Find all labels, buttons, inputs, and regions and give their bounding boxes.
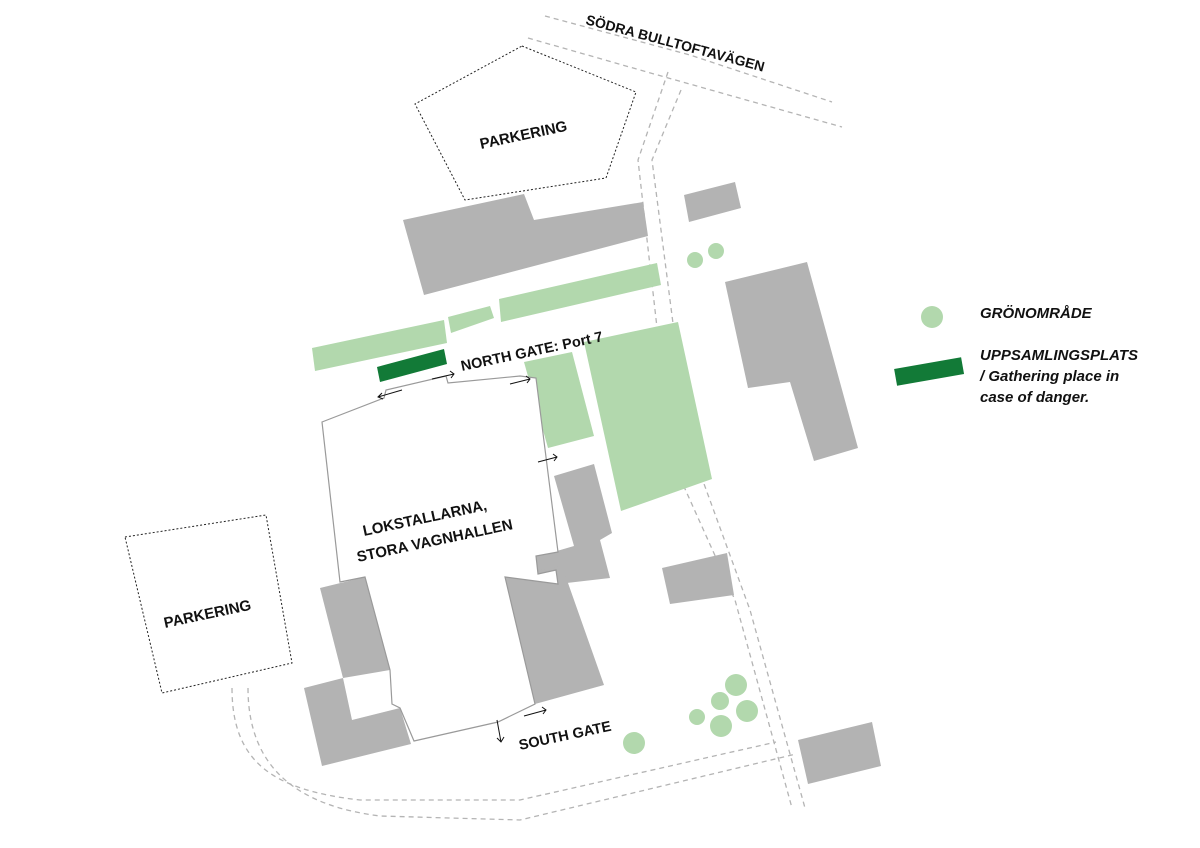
- road-south-edge-2: [247, 687, 797, 821]
- gathering-place-marker: [377, 349, 447, 382]
- green-field-large: [584, 322, 712, 511]
- building-se-small: [798, 722, 881, 784]
- arrow-icon: [496, 719, 505, 743]
- tree-icon: [725, 674, 747, 696]
- building-mid-east: [535, 464, 612, 584]
- legend-green-swatch: [921, 306, 943, 328]
- arrow-icon: [537, 453, 558, 463]
- building-south-center: [505, 566, 604, 704]
- tree-icon: [708, 243, 724, 259]
- building-west-strip: [320, 577, 390, 678]
- road-south-edge-1: [231, 687, 777, 801]
- green-strip-1: [312, 320, 447, 371]
- gate-arrows: [377, 370, 558, 743]
- building-ne-small: [684, 182, 741, 222]
- building-sw-block: [304, 678, 411, 766]
- main-hall-building: [321, 375, 559, 742]
- road-top-edge-2: [527, 37, 843, 128]
- buildings: [304, 182, 881, 784]
- legend-gathering-swatch: [894, 357, 965, 386]
- legend-gathering-label-line3: case of danger.: [980, 389, 1089, 406]
- arrow-icon: [377, 389, 403, 400]
- building-east-mid: [662, 553, 734, 604]
- legend-green-label: GRÖNOMRÅDE: [980, 305, 1093, 322]
- tree-icon: [710, 715, 732, 737]
- arrow-icon: [431, 370, 455, 380]
- green-strip-2: [448, 306, 494, 333]
- tree-icon: [687, 252, 703, 268]
- tree-icon: [711, 692, 729, 710]
- arrow-icon: [509, 375, 531, 385]
- legend-gathering-label-line2: / Gathering place in: [979, 368, 1119, 385]
- tree-icon: [736, 700, 758, 722]
- roads: [231, 15, 843, 821]
- green-strip-3: [499, 263, 661, 322]
- green-areas: [312, 243, 758, 754]
- tree-icon: [689, 709, 705, 725]
- building-east-large: [725, 262, 858, 461]
- legend-gathering-label-line1: UPPSAMLINGSPLATS: [980, 347, 1138, 364]
- legend: GRÖNOMRÅDE UPPSAMLINGSPLATS / Gathering …: [894, 305, 1138, 406]
- arrow-icon: [523, 706, 547, 717]
- road-label: SÖDRA BULLTOFTAVÄGEN: [584, 11, 766, 74]
- building-north-long: [403, 194, 648, 295]
- tree-icon: [623, 732, 645, 754]
- parking-north-area: [414, 45, 637, 201]
- south-gate-label: SOUTH GATE: [518, 719, 614, 754]
- parking-west-area: [124, 514, 293, 694]
- road-main-east-edge: [651, 89, 806, 809]
